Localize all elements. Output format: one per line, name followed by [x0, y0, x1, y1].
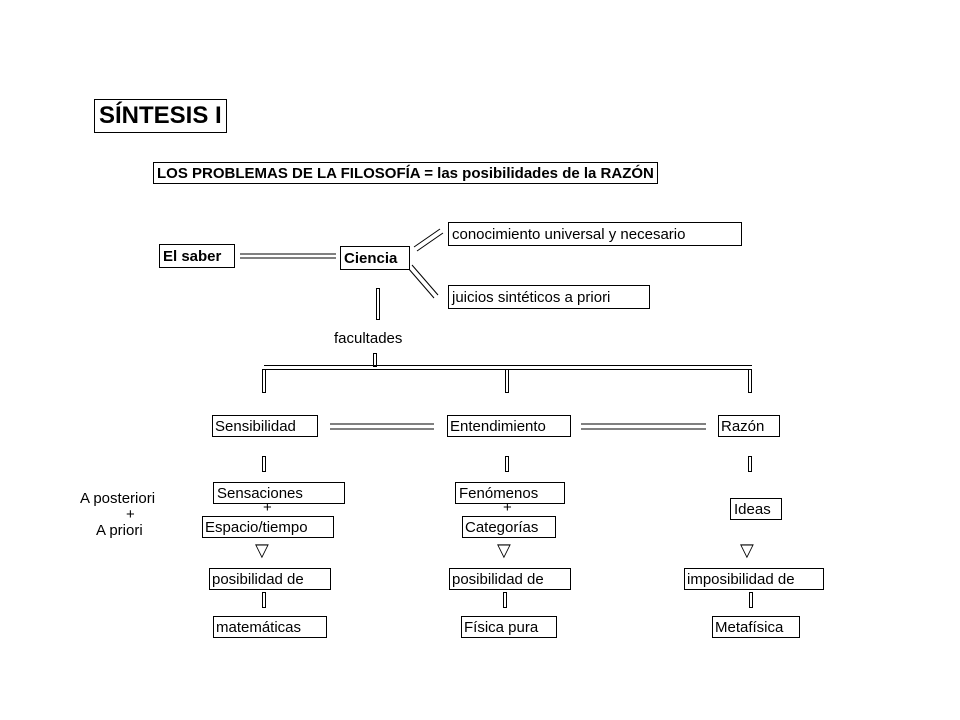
node-posibilidad-fisica: posibilidad de [449, 568, 571, 590]
link-imposibilidad-metafisica [749, 592, 753, 608]
page-title: SÍNTESIS I [94, 99, 227, 133]
node-espacio-tiempo: Espacio/tiempo [202, 516, 334, 538]
triangle-sensibilidad-icon: ▽ [255, 540, 269, 560]
link-posibilidad-matematicas [262, 592, 266, 608]
node-sensaciones: Sensaciones [213, 482, 345, 504]
branch-sensibilidad [262, 369, 266, 393]
plus-sensibilidad: + [263, 499, 272, 516]
node-sensibilidad: Sensibilidad [212, 415, 318, 437]
triangle-entendimiento-icon: ▽ [497, 540, 511, 560]
node-matematicas: matemáticas [213, 616, 327, 638]
node-fenomenos: Fenómenos [455, 482, 565, 504]
node-juicios: juicios sintéticos a priori [448, 285, 650, 309]
plus-entendimiento: + [503, 499, 512, 516]
link-sensibilidad-down [262, 456, 266, 472]
node-imposibilidad: imposibilidad de [684, 568, 824, 590]
subtitle: LOS PROBLEMAS DE LA FILOSOFÍA = las posi… [153, 162, 658, 184]
node-conocimiento: conocimiento universal y necesario [448, 222, 742, 246]
link-entendimiento-down [505, 456, 509, 472]
node-fisica-pura: Física pura [461, 616, 557, 638]
link-posibilidad-fisica [503, 592, 507, 608]
node-ciencia: Ciencia [340, 246, 410, 270]
triangle-razon-icon: ▽ [740, 540, 754, 560]
link-facultades-bar [373, 353, 377, 367]
node-saber: El saber [159, 244, 235, 268]
node-ideas: Ideas [730, 498, 782, 520]
node-categorias: Categorías [462, 516, 556, 538]
node-entendimiento: Entendimiento [447, 415, 571, 437]
node-metafisica: Metafísica [712, 616, 800, 638]
link-razon-down [748, 456, 752, 472]
branch-entendimiento [505, 369, 509, 393]
label-plus-left: + [126, 506, 135, 523]
label-a-posteriori: A posteriori [80, 490, 156, 507]
label-facultades: facultades [334, 330, 403, 347]
node-razon: Razón [718, 415, 780, 437]
branch-razon [748, 369, 752, 393]
node-posibilidad-matematicas: posibilidad de [209, 568, 331, 590]
link-ciencia-facultades [376, 288, 380, 320]
label-a-priori: A priori [96, 522, 143, 539]
